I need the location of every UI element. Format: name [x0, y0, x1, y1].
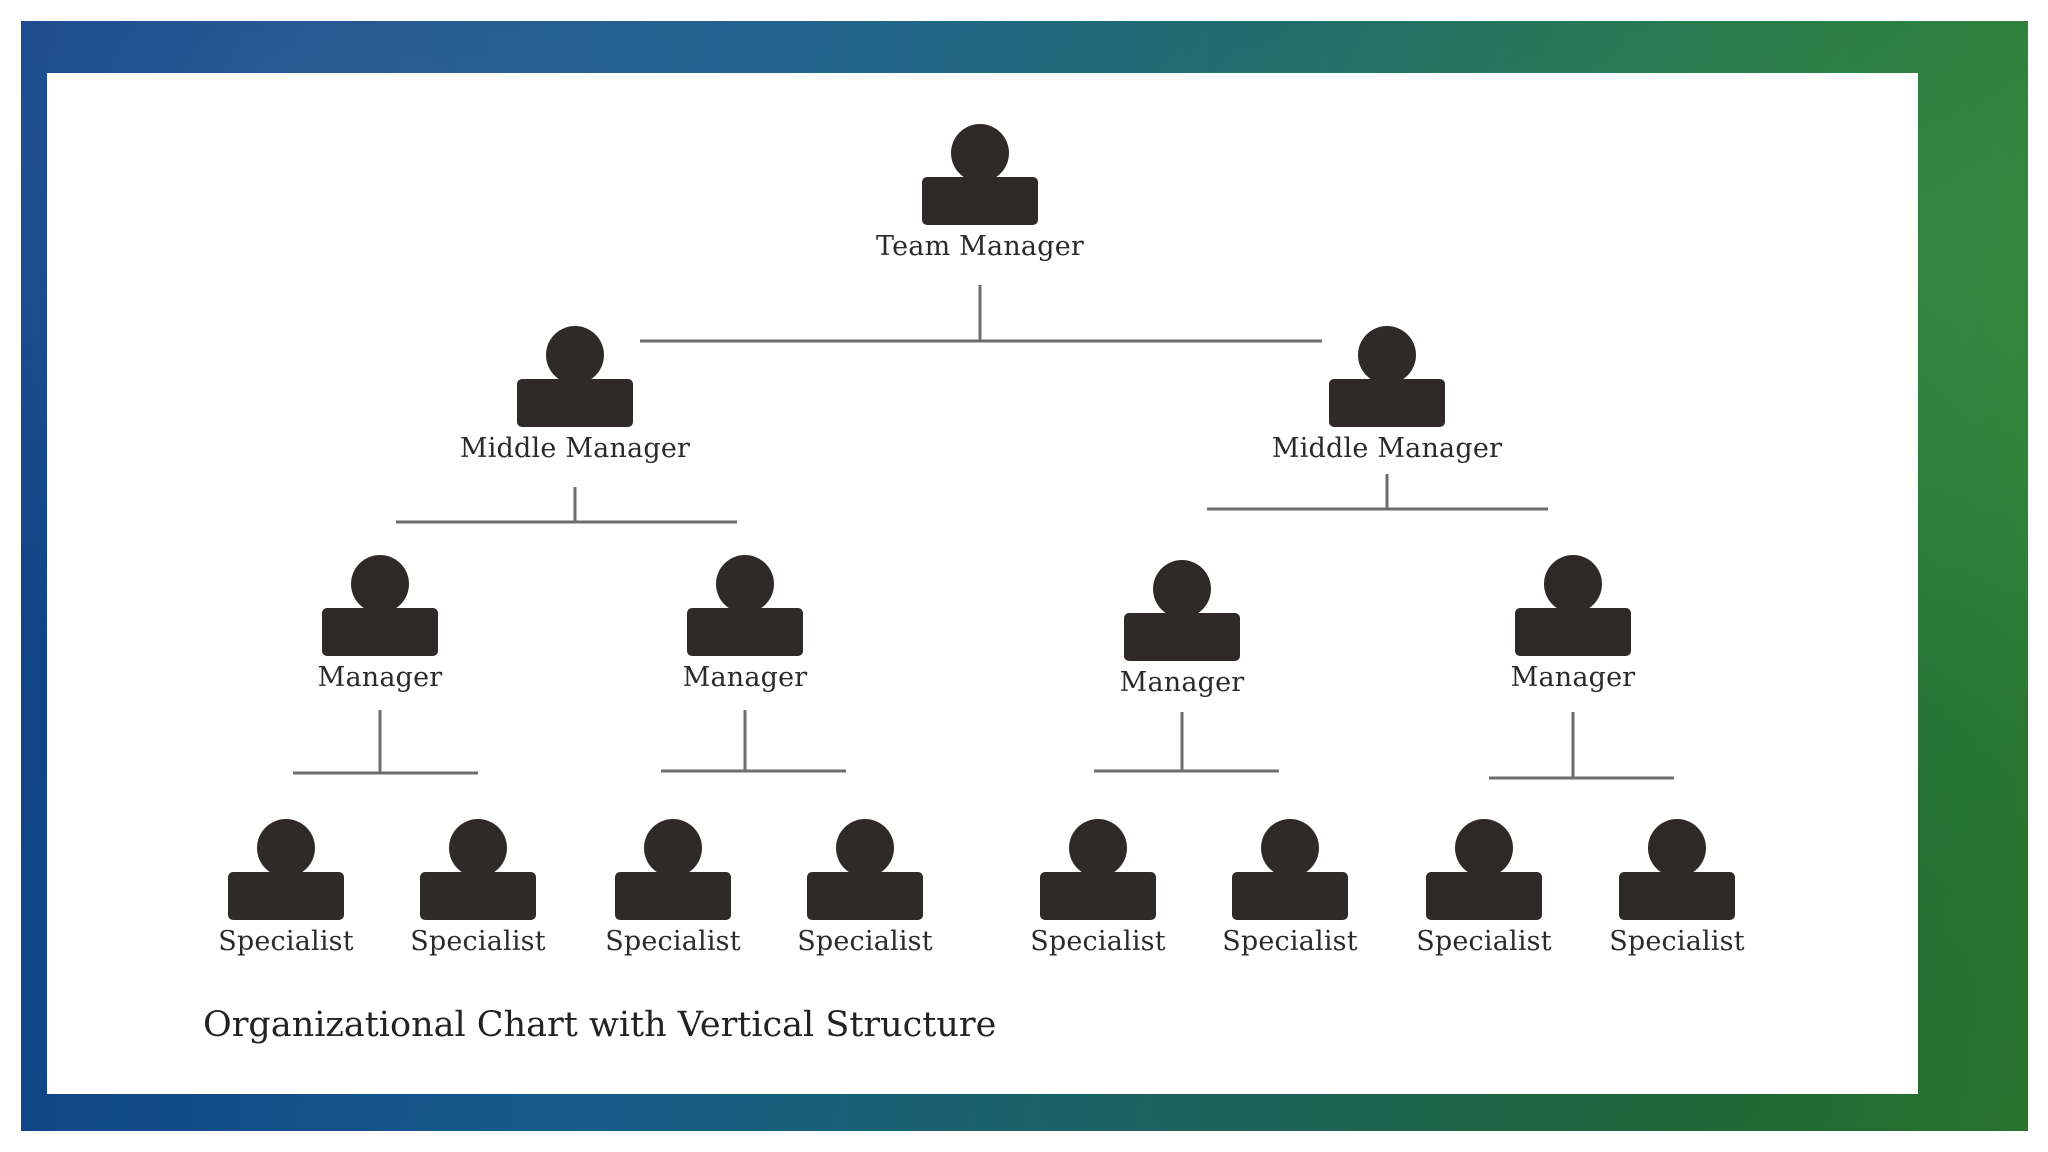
specialist-person-icon [1619, 819, 1735, 920]
person-body [322, 608, 438, 656]
manager-label: Manager [317, 662, 443, 693]
person-head [1544, 555, 1602, 613]
person-body [687, 608, 803, 656]
person-head [644, 819, 702, 877]
specialist-person-icon [1040, 819, 1156, 920]
person-body [922, 177, 1038, 225]
person-body [807, 872, 923, 920]
person-head [351, 555, 409, 613]
person-body [615, 872, 731, 920]
specialist-label: Specialist [1030, 926, 1166, 957]
specialist-person-icon [1426, 819, 1542, 920]
manager-label: Manager [1119, 667, 1245, 698]
diagram-caption: Organizational Chart with Vertical Struc… [203, 1005, 997, 1045]
person-head [716, 555, 774, 613]
person-head [1455, 819, 1513, 877]
middle-manager-person-icon [517, 326, 633, 427]
person-body [1619, 872, 1735, 920]
person-head [1069, 819, 1127, 877]
manager-label: Manager [1510, 662, 1636, 693]
specialist-label: Specialist [1609, 926, 1745, 957]
person-body [1040, 872, 1156, 920]
person-head [1153, 560, 1211, 618]
middle-manager-label: Middle Manager [459, 433, 691, 464]
manager-person-icon [687, 555, 803, 656]
specialist-label: Specialist [218, 926, 354, 957]
middle-manager-person-icon [1329, 326, 1445, 427]
specialist-person-icon [420, 819, 536, 920]
person-head [1358, 326, 1416, 384]
person-body [1124, 613, 1240, 661]
person-body [1329, 379, 1445, 427]
person-head [546, 326, 604, 384]
person-body [1515, 608, 1631, 656]
manager-person-icon [322, 555, 438, 656]
person-body [1232, 872, 1348, 920]
person-head [836, 819, 894, 877]
person-body [228, 872, 344, 920]
person-head [951, 124, 1009, 182]
person-body [1426, 872, 1542, 920]
person-head [1648, 819, 1706, 877]
specialist-person-icon [807, 819, 923, 920]
specialist-label: Specialist [797, 926, 933, 957]
manager-person-icon [1124, 560, 1240, 661]
person-head [1261, 819, 1319, 877]
team-manager-person-icon [922, 124, 1038, 225]
manager-label: Manager [682, 662, 808, 693]
specialist-label: Specialist [1222, 926, 1358, 957]
person-head [257, 819, 315, 877]
manager-person-icon [1515, 555, 1631, 656]
specialist-person-icon [228, 819, 344, 920]
specialist-label: Specialist [1416, 926, 1552, 957]
person-body [420, 872, 536, 920]
specialist-person-icon [1232, 819, 1348, 920]
specialist-person-icon [615, 819, 731, 920]
team-manager-label: Team Manager [876, 231, 1084, 262]
specialist-label: Specialist [410, 926, 546, 957]
person-body [517, 379, 633, 427]
middle-manager-label: Middle Manager [1271, 433, 1503, 464]
person-head [449, 819, 507, 877]
specialist-label: Specialist [605, 926, 741, 957]
